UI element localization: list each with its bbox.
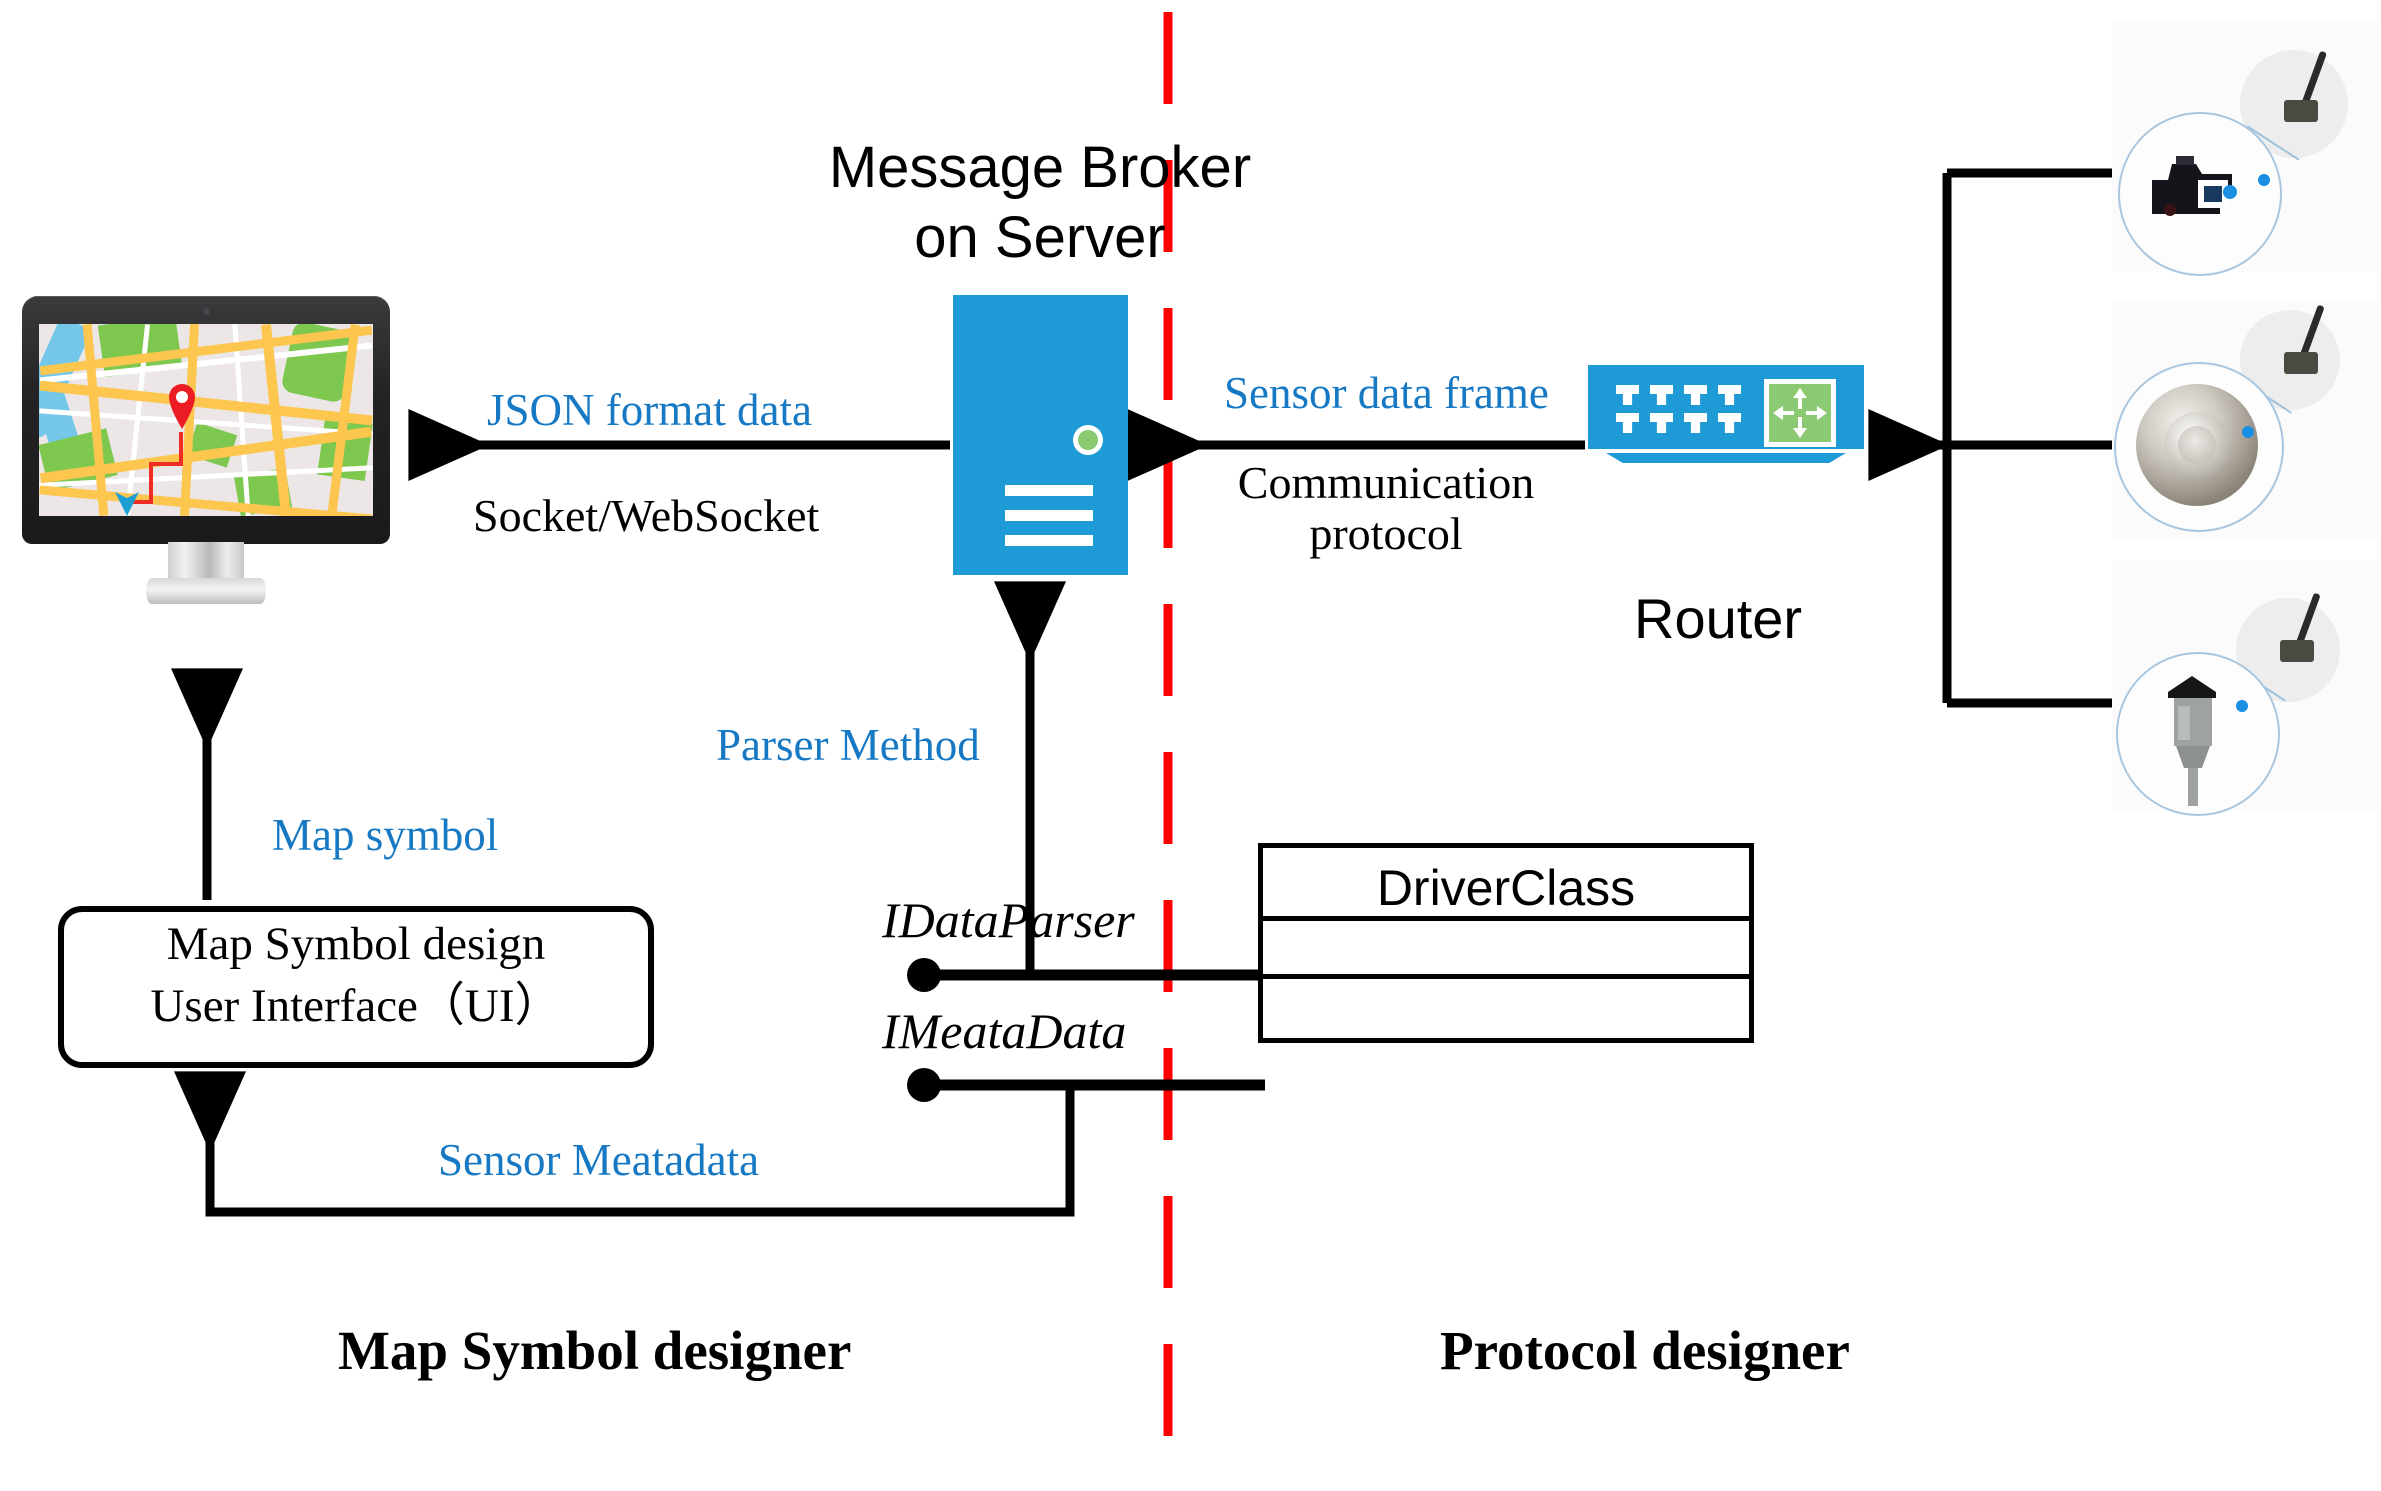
- sensor-dome-icon: [2112, 300, 2378, 540]
- uibox-line-1: Map Symbol design: [166, 918, 546, 970]
- uml-class-driverclass: [1258, 843, 1754, 1043]
- uml-separator-1: [1263, 916, 1749, 921]
- server-status-led: [1073, 425, 1103, 455]
- uml-separator-2: [1263, 974, 1749, 979]
- webcam-icon: [202, 308, 210, 315]
- router-chassis: [1588, 365, 1864, 449]
- server-slot-1: [1005, 485, 1093, 496]
- server-slot-2: [1005, 510, 1093, 521]
- router-icon: [1588, 365, 1864, 471]
- label-communication-protocol-1: Communication: [1237, 457, 1535, 508]
- server-icon: [953, 295, 1128, 575]
- label-sensor-data-frame: Sensor data frame: [1224, 368, 1549, 418]
- label-sensor-meatadata: Sensor Meatadata: [438, 1135, 760, 1185]
- uml-class-name: DriverClass: [1376, 860, 1636, 916]
- label-router: Router: [1634, 587, 1803, 650]
- sensor-post-icon: [2112, 560, 2378, 816]
- map-symbol-design-ui-box[interactable]: [58, 906, 654, 1068]
- broker-title-line-2: on Server: [914, 205, 1166, 270]
- label-map-symbol: Map symbol: [272, 810, 499, 860]
- label-idataparser: IDataParser: [882, 892, 1135, 948]
- monitor-stand-base: [146, 578, 266, 604]
- sensor-camera-icon: [2112, 22, 2378, 276]
- label-socket-websocket: Socket/WebSocket: [473, 490, 820, 541]
- path-sensor-metadata: [174, 1071, 1075, 1217]
- label-parser-method: Parser Method: [716, 720, 980, 770]
- role-label-protocol-designer: Protocol designer: [1440, 1320, 1850, 1381]
- map-screen: [39, 324, 373, 516]
- broker-title-line-1: Message Broker: [828, 135, 1252, 200]
- imeatadata-ball: [907, 1068, 941, 1102]
- label-communication-protocol-2: protocol: [1309, 508, 1463, 559]
- router-base: [1606, 453, 1846, 463]
- server-slot-3: [1005, 535, 1093, 546]
- label-json-format-data: JSON format data: [487, 385, 812, 435]
- label-imeatadata: IMeataData: [882, 1003, 1127, 1059]
- idataparser-ball: [907, 958, 941, 992]
- monitor-bezel: [22, 296, 390, 544]
- role-label-map-symbol-designer: Map Symbol designer: [338, 1320, 852, 1381]
- router-routing-indicator: [1764, 379, 1836, 447]
- uibox-line-2: User Interface（UI）: [150, 980, 562, 1032]
- monitor-map-icon: [22, 296, 390, 604]
